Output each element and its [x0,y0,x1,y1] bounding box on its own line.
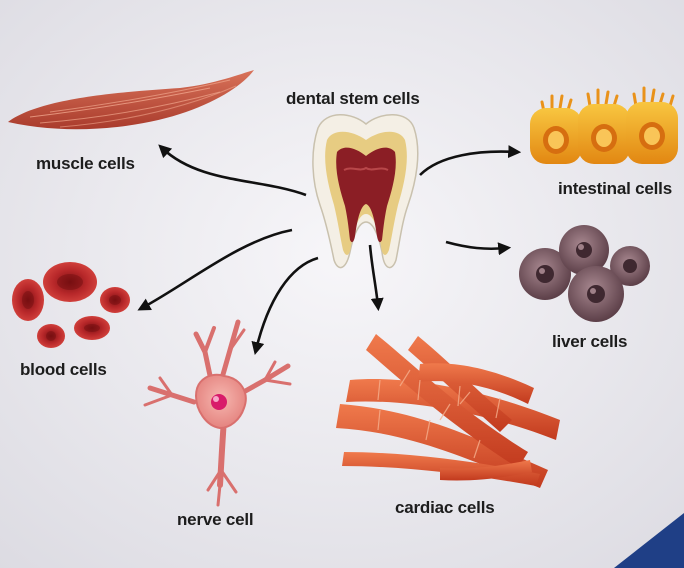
liver-cells-label: liver cells [552,332,627,352]
nerve-cell-nucleus [211,394,227,410]
nerve-cell-label: nerve cell [177,510,253,530]
intestinal-cells-label: intestinal cells [558,179,672,199]
cardiac-cells-label: cardiac cells [395,498,494,518]
muscle-cells-label: muscle cells [36,154,135,174]
corner-accent [614,513,684,568]
blood-cells-label: blood cells [20,360,107,380]
dental-stem-cells-label: dental stem cells [286,89,420,109]
